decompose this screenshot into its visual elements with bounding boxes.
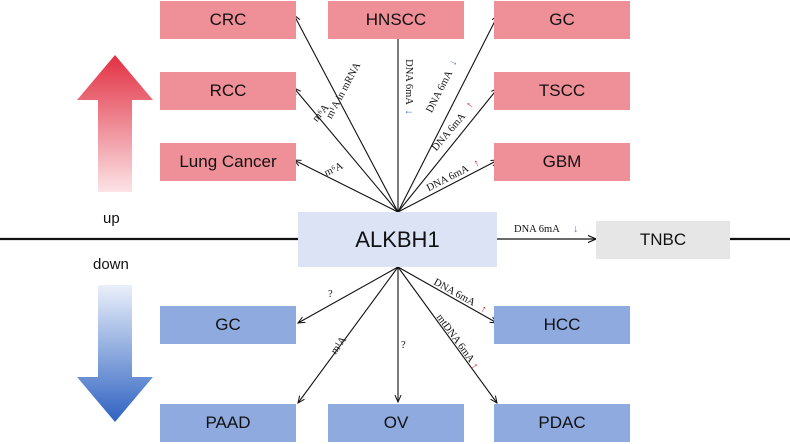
node-hcc: HCC: [494, 306, 630, 344]
arrow-to-gbm: [397, 160, 498, 213]
node-alkbh1: ALKBH1: [298, 212, 497, 267]
edge-label-gbm: DNA 6mA: [425, 163, 471, 194]
node-gbm: GBM: [494, 143, 630, 181]
increase-mark-hcc: ↑: [478, 304, 488, 316]
node-tscc: TSCC: [494, 72, 630, 110]
down-trend-arrow: [77, 285, 153, 422]
increase-mark-hnscc: ↓: [403, 109, 414, 114]
edge-label-hnscc: DNA 6mA: [403, 59, 414, 105]
arrow-to-lung-cancer: [294, 160, 399, 213]
edge-label-crc: m¹A in mRNA: [324, 60, 363, 120]
edge-label-hcc: DNA 6mA: [432, 277, 478, 309]
increase-mark-pdac: ↑: [468, 361, 480, 372]
node-gc-up: GC: [494, 1, 630, 39]
up-label: up: [103, 210, 120, 227]
node-pdac: PDAC: [494, 404, 630, 442]
node-crc: CRC: [160, 1, 296, 39]
edge-label-tnbc: DNA 6mA: [514, 224, 560, 235]
edge-label-ov: ?: [401, 340, 406, 351]
arrow-to-gc-up: [397, 15, 498, 213]
arrow-to-crc: [294, 15, 399, 213]
node-gc-down: GC: [160, 306, 296, 344]
node-ov: OV: [328, 404, 464, 442]
decrease-mark-gc-up: ↓: [448, 58, 460, 68]
arrow-to-paad: [298, 266, 399, 403]
edge-label-gc-down: ?: [328, 289, 333, 300]
arrow-to-tscc: [397, 88, 498, 213]
node-tnbc: TNBC: [596, 221, 730, 259]
decrease-mark-tnbc: ↓: [573, 224, 578, 235]
edge-label-pdac: mtDNA 6mA: [434, 312, 477, 365]
node-lung-cancer: Lung Cancer: [160, 143, 296, 181]
down-label: down: [93, 256, 129, 273]
increase-mark-tscc: ↑: [464, 100, 476, 111]
node-hnscc: HNSCC: [328, 1, 464, 39]
increase-mark-gbm: ↑: [472, 158, 482, 170]
up-trend-arrow: [77, 55, 153, 192]
edge-label-lung-cancer: m⁶A: [323, 160, 346, 179]
arrow-to-pdac: [397, 266, 497, 403]
node-rcc: RCC: [160, 72, 296, 110]
arrow-to-hcc: [397, 266, 497, 323]
node-paad: PAAD: [160, 404, 296, 442]
arrow-to-gc-down: [298, 266, 399, 323]
arrow-to-rcc: [294, 88, 399, 213]
